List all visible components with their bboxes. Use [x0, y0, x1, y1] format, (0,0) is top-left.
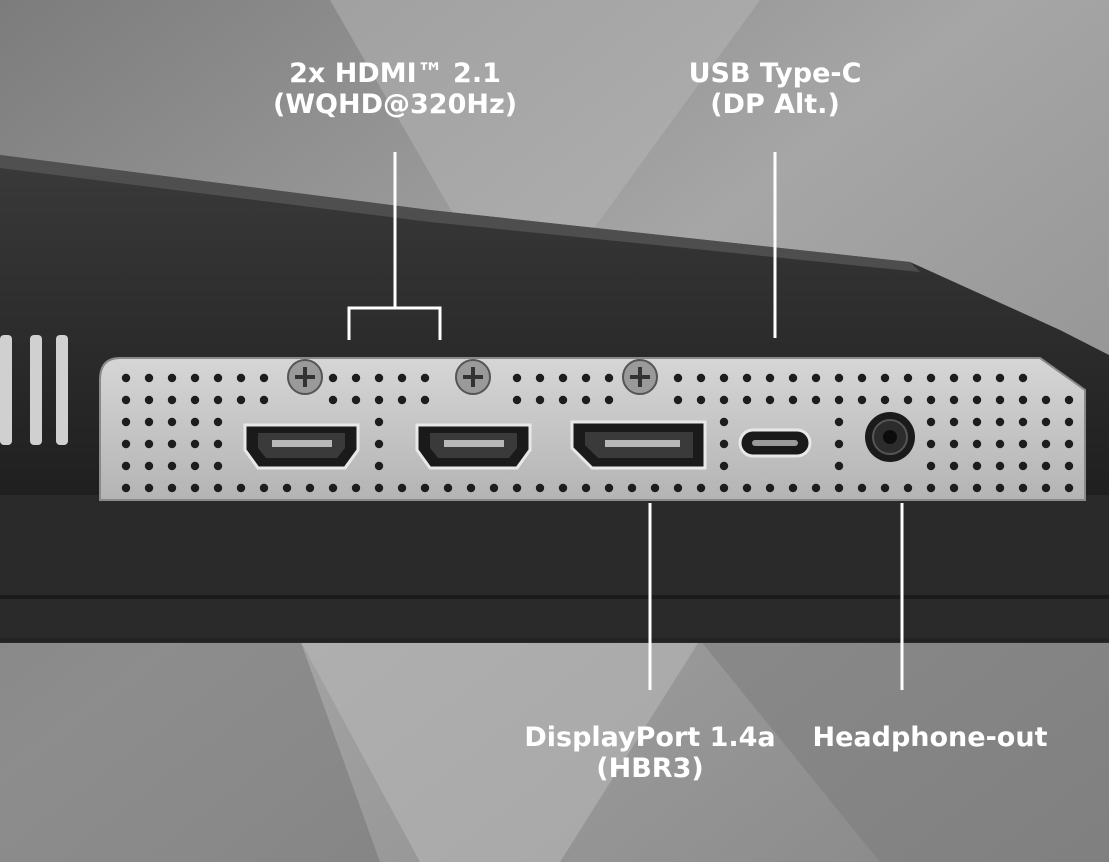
screw-icon — [287, 359, 323, 395]
hdmi-label-line1: 2x HDMI™ 2.1 — [289, 58, 501, 89]
screw-icon — [455, 359, 491, 395]
hdmi-callout-line — [347, 152, 442, 340]
background-facet — [330, 0, 760, 330]
headphone-label: Headphone-out — [800, 722, 1060, 753]
hdmi-port-1 — [243, 423, 360, 470]
displayport-label-line2: (HBR3) — [596, 753, 704, 784]
displayport-label: DisplayPort 1.4a (HBR3) — [500, 722, 800, 784]
displayport-port — [570, 420, 707, 470]
background-facet — [700, 640, 1109, 862]
screw-icon — [622, 359, 658, 395]
usbc-label: USB Type-C (DP Alt.) — [640, 58, 910, 120]
panel-perforations — [121, 373, 1074, 493]
background-facet — [300, 640, 700, 862]
hdmi-label-line2: (WQHD@320Hz) — [272, 89, 518, 120]
housing-highlight — [0, 155, 920, 272]
bezel-edge-line — [0, 595, 1109, 599]
background-facet — [0, 640, 380, 862]
usb-c-port — [738, 428, 812, 458]
vent-slots — [0, 335, 68, 445]
hdmi-port-2 — [415, 423, 532, 470]
bezel-edge-line — [0, 638, 1109, 642]
callout-lines — [347, 152, 904, 690]
displayport-label-line1: DisplayPort 1.4a — [524, 722, 776, 753]
headphone-jack — [865, 412, 915, 462]
monitor-bezel-bottom — [0, 495, 1109, 643]
usbc-label-line2: (DP Alt.) — [710, 89, 840, 120]
headphone-label-line1: Headphone-out — [812, 722, 1048, 753]
hdmi-label: 2x HDMI™ 2.1 (WQHD@320Hz) — [230, 58, 560, 120]
usbc-label-line1: USB Type-C — [688, 58, 862, 89]
